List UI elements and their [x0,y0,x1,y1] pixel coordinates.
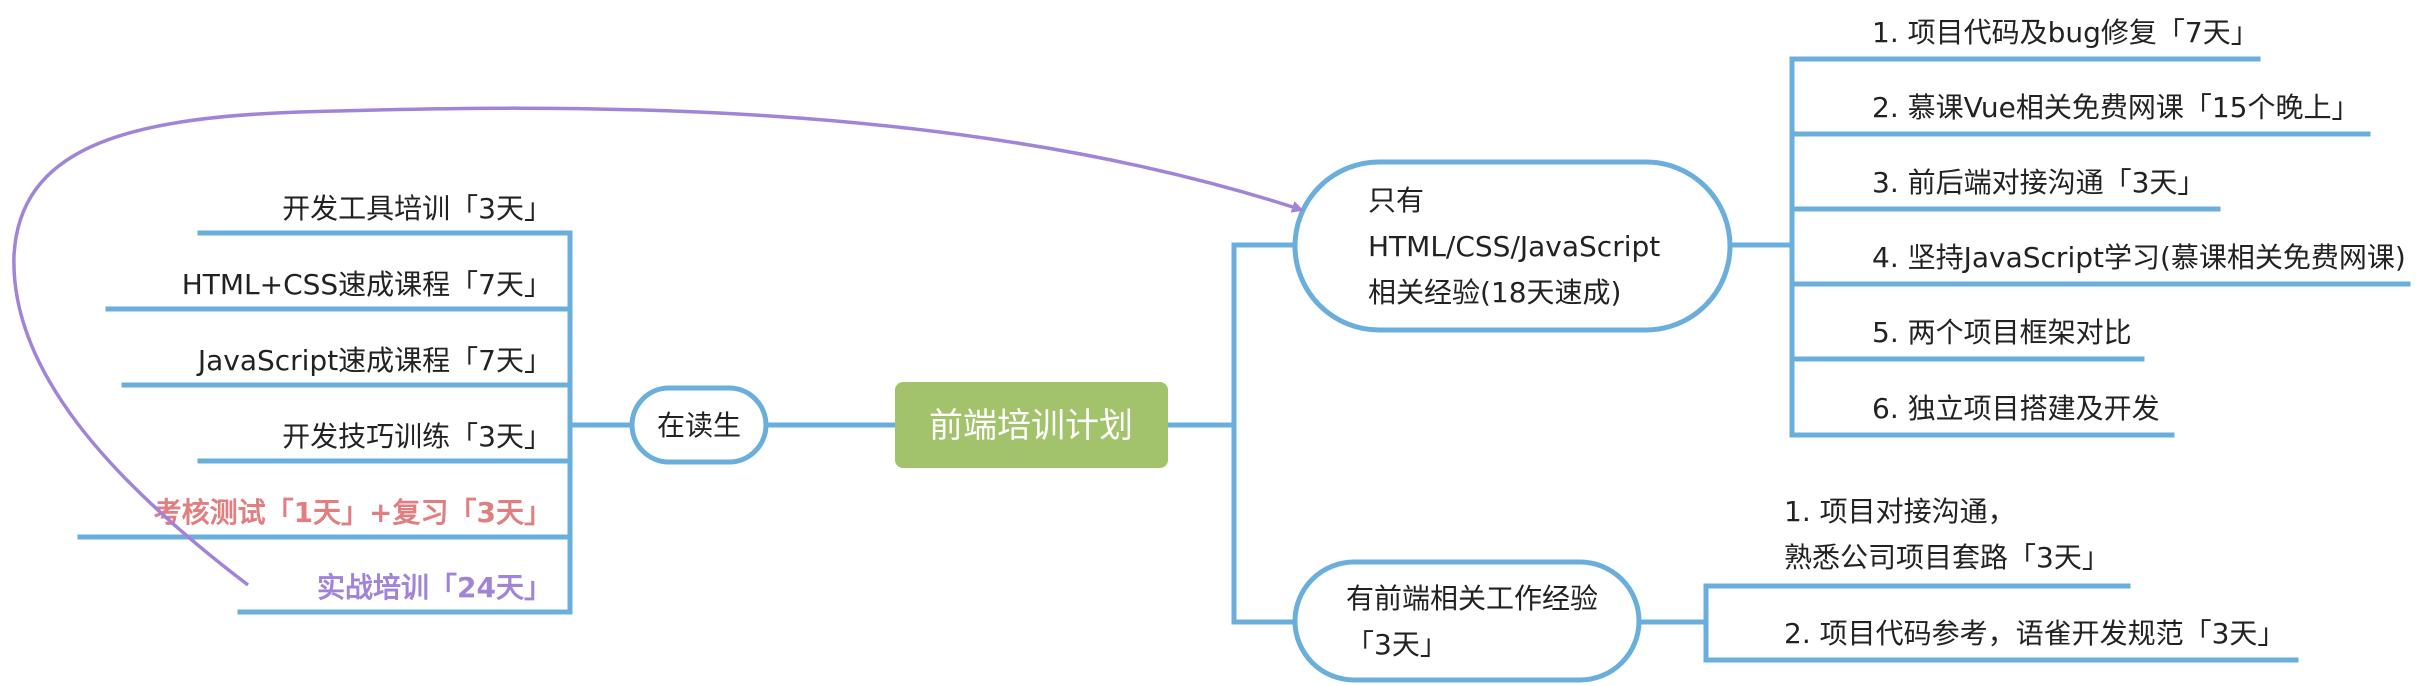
right-top-line-2: HTML/CSS/JavaScript [1368,230,1660,263]
right-top-item-6: 6. 独立项目搭建及开发 [1872,392,2160,425]
right-top-item-2: 2. 慕课Vue相关免费网课「15个晚上」 [1872,91,2359,124]
right-top-line-1: 只有 [1368,184,1424,217]
right-top-item-5: 5. 两个项目框架对比 [1872,316,2132,349]
left-item-6: 实战培训「24天」 [317,571,552,604]
left-item-3: JavaScript速成课程「7天」 [196,344,552,377]
left-item-1: 开发工具培训「3天」 [282,192,552,225]
left-item-4: 开发技巧训练「3天」 [282,420,552,453]
right-top-item-1: 1. 项目代码及bug修复「7天」 [1872,16,2259,49]
right-bottom-item-2: 2. 项目代码参考，语雀开发规范「3天」 [1784,617,2285,650]
left-branch-label: 在读生 [657,409,741,442]
right-top-line-3: 相关经验(18天速成) [1368,276,1621,309]
root-label: 前端培训计划 [929,406,1133,446]
left-item-2: HTML+CSS速成课程「7天」 [182,268,552,301]
left-branch-node [629,385,769,465]
link-arrow-to-right-top [12,106,1304,587]
right-top-item-4: 4. 坚持JavaScript学习(慕课相关免费网课) [1872,241,2406,274]
right-bottom-line-2: 「3天」 [1346,628,1448,661]
right-bottom-branch-node [1292,559,1642,683]
right-bottom-item-1-line-1: 1. 项目对接沟通， [1784,495,2016,528]
right-bottom-item-1-line-2: 熟悉公司项目套路「3天」 [1784,541,2110,574]
right-top-item-3: 3. 前后端对接沟通「3天」 [1872,166,2205,199]
left-item-5: 考核测试「1天」+复习「3天」 [154,496,552,529]
right-bottom-line-1: 有前端相关工作经验 [1346,582,1598,615]
root-node [895,382,1168,468]
